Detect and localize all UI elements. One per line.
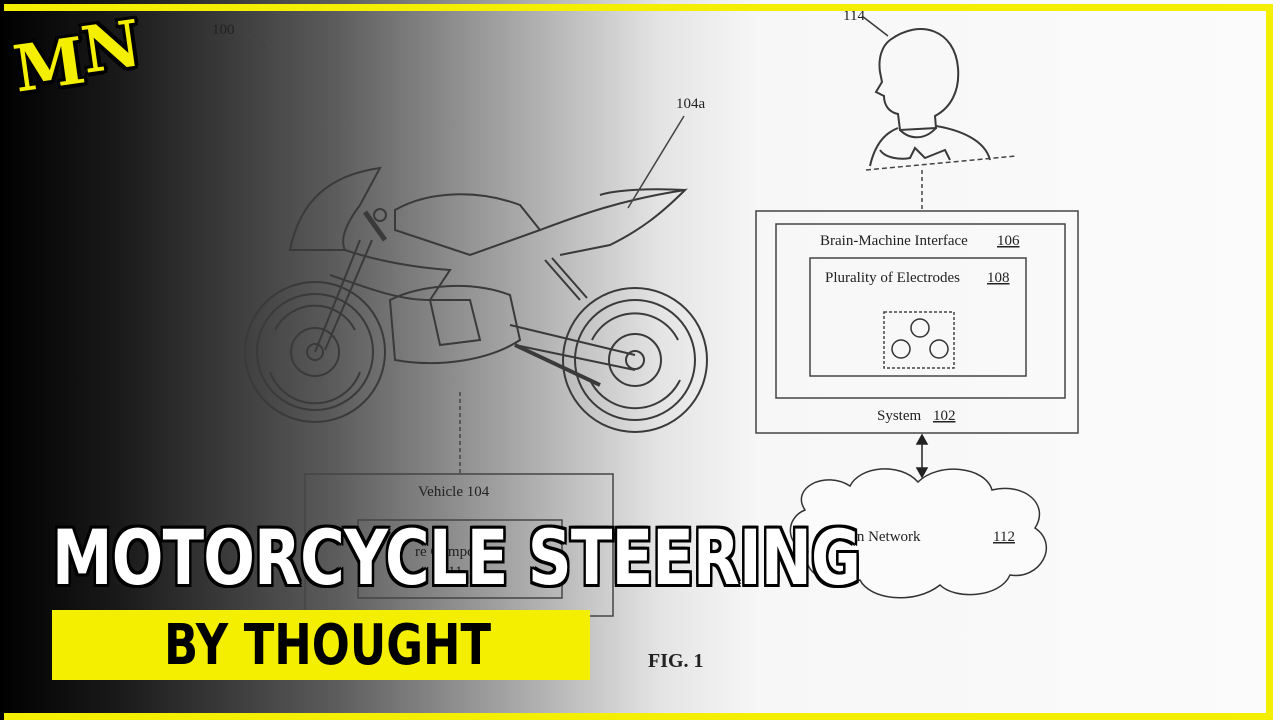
logo-letter-n: N [76,6,146,89]
network-cloud [789,468,1047,599]
vehicle-inner-box [357,519,563,599]
ref-114-label: 114 [843,8,865,24]
system-num: 102 [933,408,956,424]
network-num: 112 [993,529,1015,545]
electrode-icon [891,339,911,359]
electrode-icon [910,318,930,338]
vehicle-inner-text: re Compon [415,544,483,560]
electrodes-num: 108 [987,270,1010,286]
double-arrow-icon [915,433,929,479]
ref-100-arrow [245,33,268,49]
motorcycle-drawing [244,166,708,433]
electrodes-label: Plurality of Electrodes [825,270,960,286]
system-box [755,210,1079,434]
network-label: nication Network [816,529,921,545]
ref-104a-label: 104a [676,96,706,112]
subheadline-banner: BY THOUGHT [52,610,590,680]
ref-100-label: 100 [212,22,235,38]
logo-letter-m: M [9,23,90,108]
user-base-line [865,155,1017,171]
bmi-num: 106 [997,233,1020,249]
vehicle-label: Vehicle 104 [418,484,490,500]
bmi-box [775,223,1066,399]
bmi-label: Brain-Machine Interface [820,233,968,249]
vehicle-inner-num: 11 [448,564,462,580]
headline-title: MOTORCYCLE STEERING [52,513,861,602]
system-label: System [877,408,922,424]
subheadline-text: BY THOUGHT [164,613,492,678]
channel-logo: M N [9,6,162,108]
electrode-icon [929,339,949,359]
figure-label: FIG. 1 [648,650,704,672]
ref-104a-leader [627,115,685,209]
electrode-cluster [883,311,955,369]
electrodes-box [809,257,1027,377]
yellow-border [4,4,1273,720]
user-figure [861,15,991,167]
